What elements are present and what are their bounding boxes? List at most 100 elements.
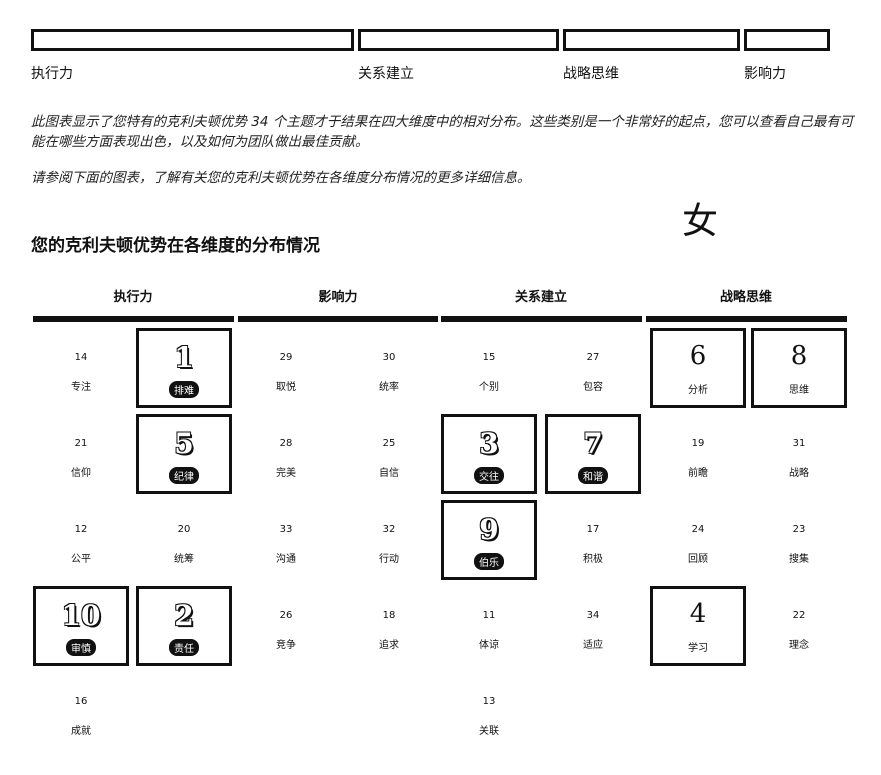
theme-rank: 3 (479, 427, 499, 460)
theme-name: 体谅 (479, 640, 499, 651)
theme-rank: 17 (586, 524, 600, 535)
theme-name: 交往 (444, 467, 534, 484)
theme-name: 思维 (789, 385, 809, 396)
theme-name-pill: 排难 (169, 381, 199, 398)
theme-rank: 32 (382, 524, 396, 535)
bar-influencing (744, 29, 830, 51)
theme-cell: 13 关联 (441, 672, 537, 752)
theme-cell: 26 竞争 (238, 586, 334, 666)
theme-cell: 15 个别 (441, 328, 537, 408)
theme-cell: 12 公平 (33, 500, 129, 580)
theme-rank: 24 (691, 524, 705, 535)
theme-name-pill: 交往 (474, 467, 504, 484)
theme-name: 关联 (479, 726, 499, 737)
theme-rank: 10 (61, 599, 101, 632)
theme-name: 适应 (583, 640, 603, 651)
section-title: 您的克利夫顿优势在各维度的分布情况 (31, 236, 320, 256)
theme-rank: 18 (382, 610, 396, 621)
theme-rank: 5 (174, 427, 194, 460)
dimension-header-influencing: 影响力 (318, 290, 358, 305)
bar-relationship (358, 29, 559, 51)
theme-cell: 32 行动 (341, 500, 437, 580)
theme-cell: 5 纪律 (136, 414, 232, 494)
bar-label-strategic: 战略思维 (563, 66, 619, 82)
theme-rank: 2 (174, 599, 194, 632)
theme-name: 沟通 (276, 554, 296, 565)
theme-cell: 27 包容 (545, 328, 641, 408)
theme-name: 追求 (379, 640, 399, 651)
theme-rank: 31 (792, 438, 806, 449)
theme-cell: 16 成就 (33, 672, 129, 752)
theme-name: 成就 (71, 726, 91, 737)
theme-name: 完美 (276, 468, 296, 479)
theme-name: 回顾 (688, 554, 708, 565)
theme-cell: 8 思维 (751, 328, 847, 408)
theme-name: 取悦 (276, 382, 296, 393)
theme-name: 公平 (71, 554, 91, 565)
theme-name-pill: 和谐 (578, 467, 608, 484)
dimension-divider-relationship (441, 316, 642, 322)
theme-cell (238, 672, 334, 752)
theme-name: 积极 (583, 554, 603, 565)
theme-rank: 14 (74, 352, 88, 363)
theme-rank: 22 (792, 610, 806, 621)
theme-rank: 11 (482, 610, 496, 621)
theme-name: 专注 (71, 382, 91, 393)
theme-name-pill: 责任 (169, 639, 199, 656)
intro-paragraph-2: 请参阅下面的图表，了解有关您的克利夫顿优势在各维度分布情况的更多详细信息。 (31, 170, 531, 186)
dimension-divider-executing (33, 316, 234, 322)
theme-rank: 30 (382, 352, 396, 363)
theme-rank: 1 (174, 341, 194, 374)
theme-name: 战略 (789, 468, 809, 479)
theme-name: 竞争 (276, 640, 296, 651)
theme-cell (650, 672, 746, 752)
intro-paragraph-1: 此图表显示了您特有的克利夫顿优势 34 个主题才于结果在四大维度中的相对分布。这… (31, 114, 854, 150)
theme-rank: 4 (689, 599, 707, 629)
theme-cell: 14 专注 (33, 328, 129, 408)
theme-name: 理念 (789, 640, 809, 651)
theme-rank: 20 (177, 524, 191, 535)
theme-name-pill: 纪律 (169, 467, 199, 484)
theme-name: 纪律 (139, 467, 229, 484)
theme-rank: 27 (586, 352, 600, 363)
theme-cell: 25 自信 (341, 414, 437, 494)
theme-name: 自信 (379, 468, 399, 479)
theme-name-pill: 审慎 (66, 639, 96, 656)
theme-name: 搜集 (789, 554, 809, 565)
theme-name: 排难 (139, 381, 229, 398)
bar-executing (31, 29, 354, 51)
theme-name: 个别 (479, 382, 499, 393)
theme-rank: 12 (74, 524, 88, 535)
theme-name-pill: 伯乐 (474, 553, 504, 570)
theme-cell: 24 回顾 (650, 500, 746, 580)
theme-cell: 3 交往 (441, 414, 537, 494)
theme-cell: 18 追求 (341, 586, 437, 666)
theme-rank: 8 (790, 341, 808, 371)
theme-rank: 15 (482, 352, 496, 363)
theme-rank: 16 (74, 696, 88, 707)
theme-rank: 26 (279, 610, 293, 621)
theme-cell: 9 伯乐 (441, 500, 537, 580)
theme-cell (341, 672, 437, 752)
theme-rank: 13 (482, 696, 496, 707)
theme-name: 伯乐 (444, 553, 534, 570)
theme-name: 包容 (583, 382, 603, 393)
theme-rank: 29 (279, 352, 293, 363)
theme-rank: 21 (74, 438, 88, 449)
theme-rank: 9 (479, 513, 499, 546)
theme-name: 审慎 (36, 639, 126, 656)
theme-rank: 25 (382, 438, 396, 449)
theme-name: 行动 (379, 554, 399, 565)
dimension-header-executing: 执行力 (113, 290, 153, 305)
theme-name: 分析 (688, 385, 708, 396)
dimension-header-relationship: 关系建立 (514, 290, 567, 305)
theme-rank: 23 (792, 524, 806, 535)
